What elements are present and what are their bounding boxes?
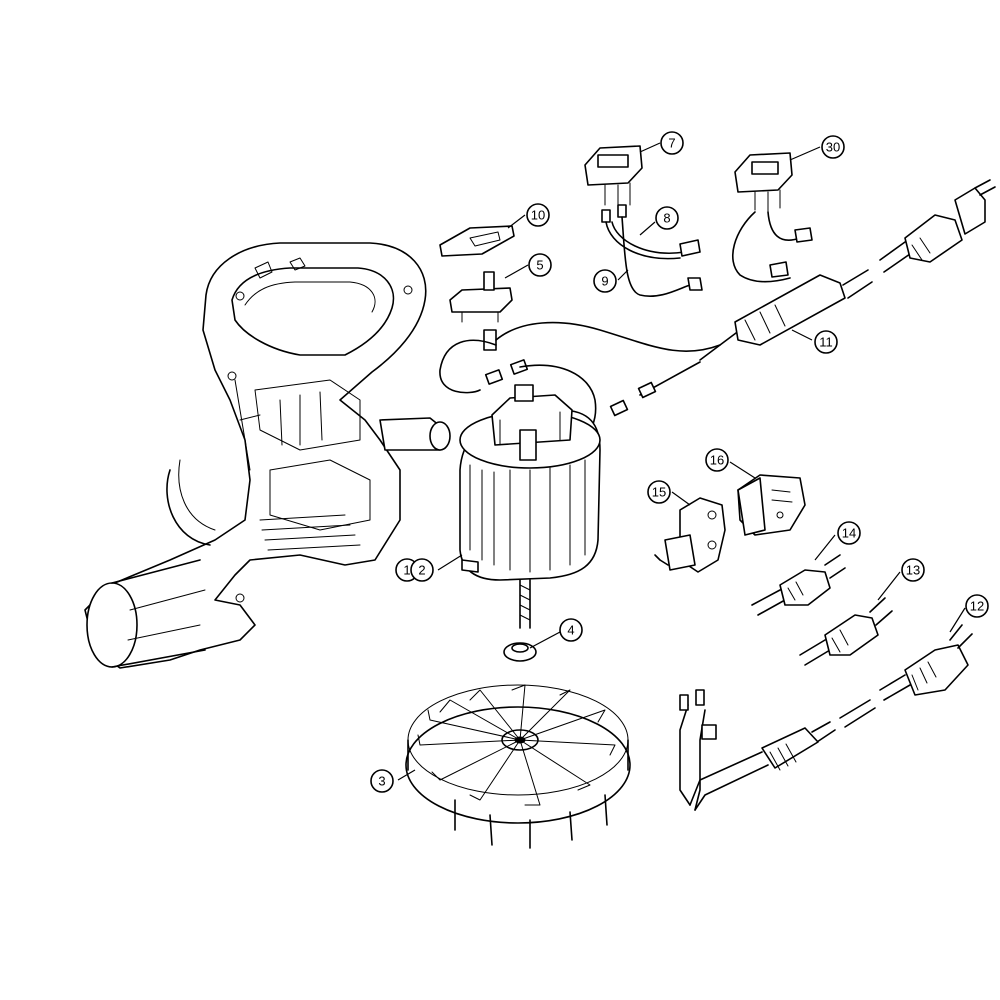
plug-part-12 [679,624,973,811]
callout-5: 5 [528,253,552,277]
switch-part-30 [734,152,793,213]
svg-text:12: 12 [970,599,984,614]
svg-text:7: 7 [668,136,675,151]
callout-14: 14 [837,521,861,545]
plug-adapter-part-16 [737,474,806,536]
callout-15: 15 [647,480,671,504]
wire-part-8-9 [601,204,703,297]
callout-7: 7 [660,131,684,155]
callout-11: 11 [814,330,838,354]
callout-13: 13 [901,558,925,582]
callout-3: 3 [370,769,394,793]
callout-9: 9 [593,269,617,293]
motor-part-1-2 [459,384,601,629]
plug-part-13 [799,597,893,666]
svg-text:2: 2 [418,563,425,578]
callout-16: 16 [705,448,729,472]
switch-part-5 [449,271,513,351]
svg-text:15: 15 [652,485,666,500]
nut-part-4 [503,642,537,662]
blower-housing [84,242,451,669]
callout-2: 2 [410,558,434,582]
callout-leaders [397,142,966,781]
wire-part-30 [731,211,813,283]
svg-text:3: 3 [378,774,385,789]
callout-30: 30 [821,135,845,159]
plug-part-14 [751,554,846,616]
svg-text:30: 30 [826,140,840,155]
svg-text:14: 14 [842,526,856,541]
svg-text:8: 8 [663,211,670,226]
switch-part-7 [584,145,643,211]
switch-cover-part-10 [439,225,515,257]
power-cord-part-11 [439,179,996,441]
svg-text:9: 9 [601,274,608,289]
svg-text:4: 4 [567,623,574,638]
callout-12: 12 [965,594,989,618]
callout-10: 10 [526,203,550,227]
svg-text:5: 5 [536,258,543,273]
svg-text:1: 1 [403,563,410,578]
plug-adapter-part-15 [654,497,726,573]
callout-8: 8 [655,206,679,230]
svg-text:16: 16 [710,453,724,468]
svg-text:11: 11 [819,335,833,350]
svg-text:10: 10 [531,208,545,223]
svg-text:13: 13 [906,563,920,578]
callout-4: 4 [559,618,583,642]
fan-part-3 [405,684,631,849]
